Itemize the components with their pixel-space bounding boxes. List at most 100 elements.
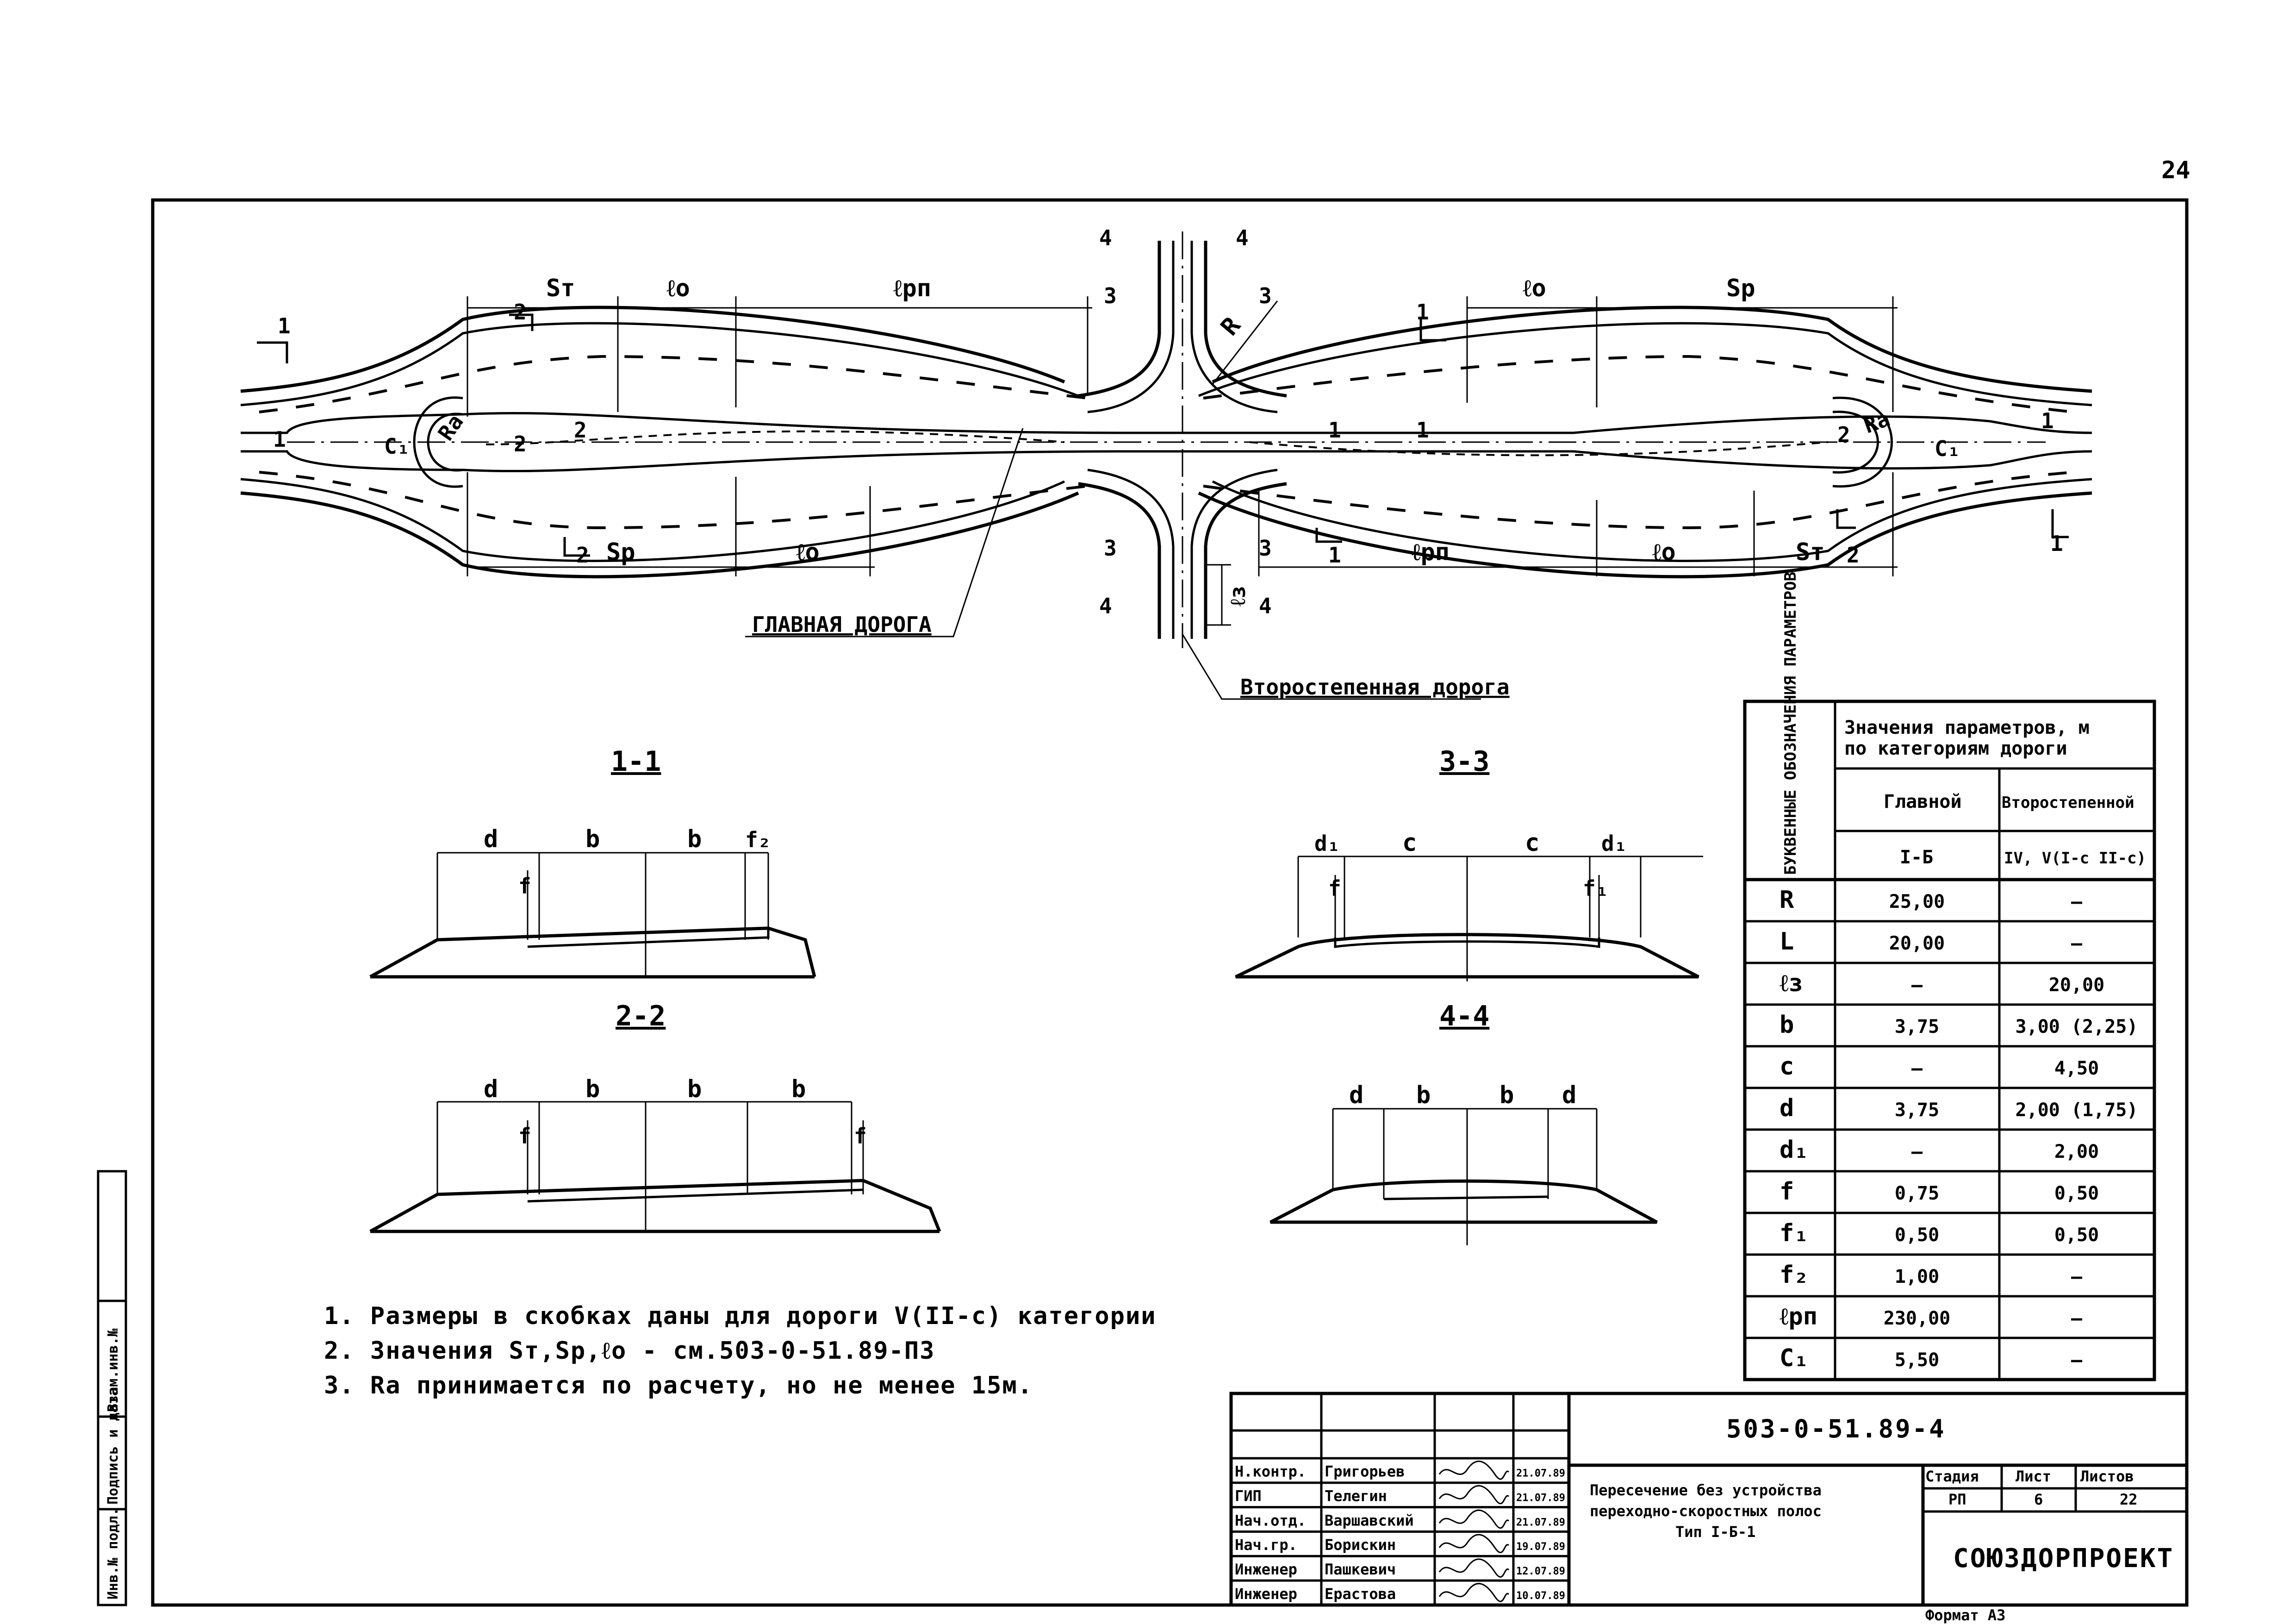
stamp-name: Борискин [1325, 1536, 1396, 1554]
svg-text:1: 1 [2050, 531, 2063, 556]
stamp-date: 10.07.89 [1516, 1590, 1565, 1602]
label-sp-top-right: Sр [1726, 275, 1755, 302]
stamp-name: Григорьев [1325, 1463, 1405, 1480]
svg-text:f: f [1328, 876, 1341, 901]
table-cell-symbol: ℓрп [1780, 1303, 1817, 1330]
table-cell-symbol: ℓз [1780, 969, 1803, 997]
section-title-2-2: 2-2 [616, 1000, 666, 1032]
main-road-edge-top2 [240, 322, 1079, 406]
signature [1438, 1534, 1510, 1553]
svg-text:4: 4 [1099, 225, 1112, 250]
svg-text:b: b [585, 1075, 600, 1103]
svg-text:d: d [1349, 1081, 1363, 1109]
table-cell-secondary: 4,50 [2054, 1058, 2099, 1079]
svg-text:b: b [1500, 1081, 1514, 1109]
svg-text:f: f [854, 1124, 867, 1149]
section-4-4: 4-4 d b b d [1269, 1000, 1658, 1245]
sheet-number: 24 [2161, 156, 2190, 184]
table-cell-main: 20,00 [1889, 933, 1945, 954]
svg-text:d: d [484, 1075, 498, 1103]
signature [1438, 1558, 1510, 1578]
svg-text:1: 1 [1416, 418, 1429, 443]
side-stamp-sign-date: Подпись и дата [105, 1387, 121, 1505]
label-st-bottom-right: Sт [1796, 538, 1825, 566]
label-lo-bottom-right: ℓо [1652, 538, 1676, 566]
svg-text:1: 1 [2041, 408, 2054, 433]
table-cell-symbol: d₁ [1780, 1136, 1809, 1164]
lane-marking-bottom [259, 471, 1088, 530]
drawing-frame [151, 198, 2189, 1607]
table-cell-symbol: L [1780, 928, 1794, 956]
svg-text:f₂: f₂ [745, 827, 771, 852]
table-cell-symbol: C₁ [1780, 1344, 1809, 1372]
table-cell-secondary: 20,00 [2049, 974, 2104, 996]
svg-text:1: 1 [1328, 418, 1341, 443]
side-stamp: Инв.№ подл. Подпись и дата Взам.инв.№ [97, 1170, 127, 1606]
title-line-1: Пересечение без устройства [1590, 1481, 1822, 1499]
svg-text:2: 2 [514, 300, 527, 325]
table-cell-secondary: 3,00 (2,25) [2016, 1016, 2138, 1037]
svg-text:b: b [687, 1075, 702, 1103]
side-stamp-inv-orig: Инв.№ подл. [105, 1507, 121, 1599]
svg-text:2: 2 [574, 418, 587, 443]
sheet-header: Лист [2016, 1468, 2051, 1485]
svg-text:b: b [791, 1075, 806, 1103]
intersection-plan: Sт ℓо ℓрп Sр ℓо ℓо Sр ℓрп ℓо Sт R Rа Rа … [240, 225, 2092, 700]
table-cell-main: — [1911, 1141, 1923, 1162]
table-cell-secondary: 0,50 [2054, 1224, 2099, 1246]
svg-text:4: 4 [1099, 593, 1112, 618]
svg-text:d₁: d₁ [1314, 831, 1340, 856]
stage-value: РП [1948, 1491, 1966, 1508]
main-road-edge-top [240, 306, 1065, 393]
table-cell-symbol: d [1780, 1094, 1794, 1122]
label-st-top-left: Sт [546, 275, 575, 302]
notes: 1. Размеры в скобках даны для дороги V(I… [324, 1302, 1156, 1399]
sheets-header: Листов [2080, 1468, 2134, 1485]
svg-text:3: 3 [1104, 283, 1117, 308]
stage-header: Стадия [1925, 1468, 1979, 1485]
note-3: 3. Rа принимается по расчету, но не мене… [324, 1372, 1033, 1399]
document-code: 503-0-51.89-4 [1726, 1414, 1946, 1443]
svg-text:2: 2 [1847, 543, 1860, 568]
label-lpn-bottom-right: ℓрп [1412, 538, 1450, 566]
svg-text:4: 4 [1236, 225, 1249, 250]
stamp-role: Инженер [1235, 1585, 1297, 1603]
sheets-value: 22 [2120, 1491, 2138, 1508]
svg-text:f₁: f₁ [1583, 876, 1608, 901]
table-cell-secondary: 0,50 [2054, 1183, 2099, 1204]
svg-text:2: 2 [514, 431, 527, 456]
svg-text:b: b [687, 825, 702, 853]
table-cell-main: 1,00 [1895, 1266, 1939, 1287]
table-cell-secondary: 2,00 (1,75) [2016, 1099, 2138, 1121]
sheet-value: 6 [2034, 1491, 2043, 1508]
label-sp-bottom-left: Sр [606, 538, 635, 566]
table-cell-main: 25,00 [1889, 891, 1945, 912]
main-road-edge-bottom [240, 491, 1079, 579]
stamp-date: 12.07.89 [1516, 1566, 1565, 1577]
svg-text:1: 1 [1416, 300, 1429, 325]
side-stamp-inv-repl: Взам.инв.№ [105, 1328, 121, 1412]
table-cell-main: 5,50 [1895, 1349, 1939, 1371]
secondary-road-left-bottom [1078, 482, 1161, 639]
table-head-secondary: Второстепенной [2002, 793, 2134, 812]
signature [1438, 1485, 1510, 1505]
table-cat-main: I-Б [1900, 847, 1933, 868]
svg-text:c: c [1525, 829, 1539, 857]
stamp-name: Ерастова [1325, 1585, 1396, 1603]
table-cell-main: — [1911, 974, 1923, 996]
label-c1-right: С₁ [1935, 436, 1960, 461]
section-1-1: 1-1 d b b f₂ f [369, 745, 816, 979]
table-cell-symbol: c [1780, 1053, 1794, 1081]
svg-text:d: d [484, 825, 498, 853]
signature [1438, 1461, 1510, 1480]
table-cell-secondary: 2,00 [2054, 1141, 2099, 1162]
table-cell-symbol: b [1780, 1011, 1794, 1039]
table-cell-symbol: f₁ [1780, 1219, 1809, 1247]
label-r: R [1215, 312, 1246, 341]
stamp-date: 21.07.89 [1516, 1468, 1565, 1480]
signature [1438, 1509, 1510, 1529]
svg-text:c: c [1402, 829, 1417, 857]
stamp-date: 19.07.89 [1516, 1541, 1565, 1553]
